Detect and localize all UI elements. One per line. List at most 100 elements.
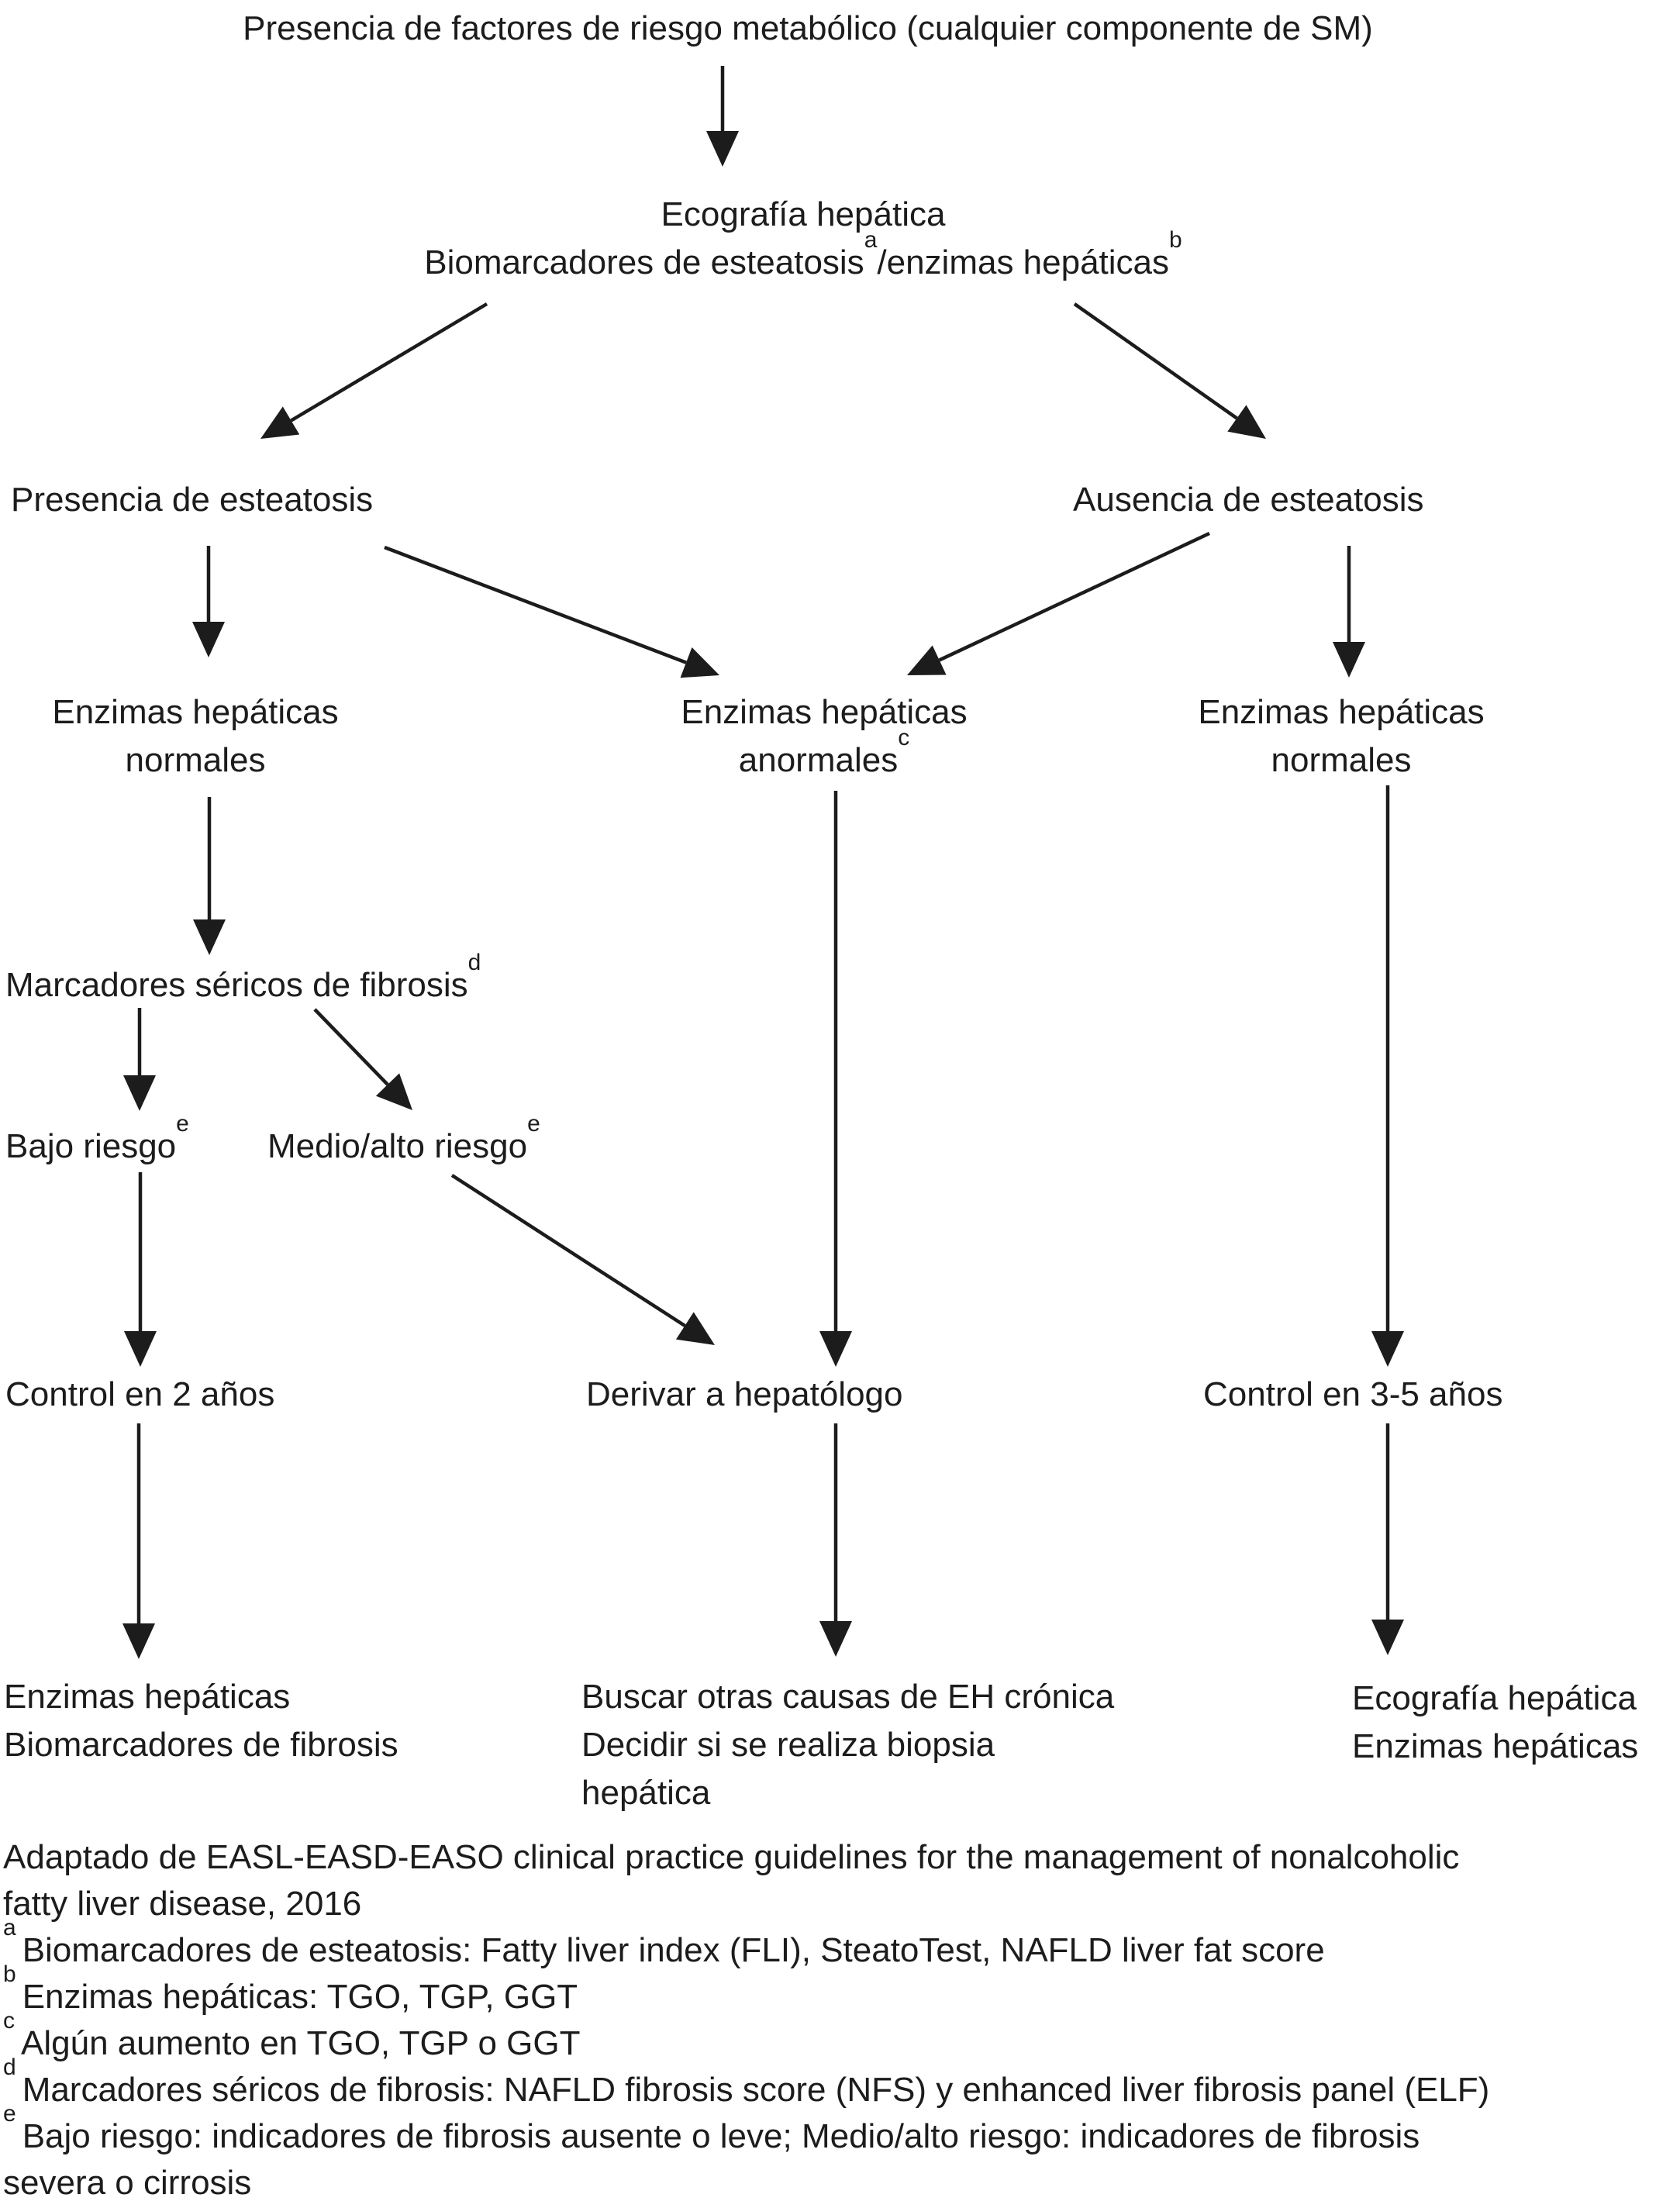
arrow-workup-to-presence-head xyxy=(260,406,300,439)
node-followup-right: Ecografía hepática Enzimas hepáticas xyxy=(1352,1675,1638,1771)
arrow-markers-to-mid-high-risk-head xyxy=(375,1073,412,1110)
arrow-abnormal-to-refer-head xyxy=(819,1331,852,1367)
enzymes-normal-left-line2: normales xyxy=(125,741,266,779)
footnote-sup-b: b xyxy=(3,1961,16,1988)
arrow-presence-to-normal-left-head xyxy=(192,622,225,657)
footnote-text: fatty liver disease, 2016 xyxy=(3,1885,362,1923)
footnote-sup-d: d xyxy=(3,2054,16,2081)
arrow-presence-to-abnormal-shaft xyxy=(384,545,687,664)
enzymes-abnormal-line2: anormalesc xyxy=(681,726,967,785)
arrow-refer-to-followup-center xyxy=(819,1423,852,1657)
arrow-low-risk-to-control2-head xyxy=(124,1331,157,1367)
followup-center-line2: Decidir si se realiza biopsia xyxy=(581,1726,995,1764)
footnote-sup-c: c xyxy=(3,2008,15,2034)
arrow-markers-to-mid-high-risk-shaft xyxy=(313,1008,389,1086)
enzymes-normal-left-line1: Enzimas hepáticas xyxy=(52,693,339,731)
followup-left-line2: Biomarcadores de fibrosis xyxy=(4,1726,398,1764)
node-steatosis-absent: Ausencia de esteatosis xyxy=(1073,476,1424,524)
arrow-presence-to-abnormal-head xyxy=(680,647,719,678)
footnote-text: Bajo riesgo: indicadores de fibrosis aus… xyxy=(22,2117,1420,2155)
arrow-workup-to-presence xyxy=(260,302,488,439)
arrow-markers-to-low-risk-head xyxy=(123,1075,156,1111)
superscript-e: e xyxy=(176,1111,189,1137)
enzymes-abnormal-text: anormales xyxy=(738,741,899,779)
control-2-years-label: Control en 2 años xyxy=(5,1375,275,1413)
footnote-text: severa o cirrosis xyxy=(3,2164,252,2201)
arrow-presence-to-normal-left xyxy=(192,546,225,657)
followup-right-line2: Enzimas hepáticas xyxy=(1352,1727,1639,1765)
node-enzymes-normal-right: Enzimas hepáticas normales xyxy=(1198,688,1484,785)
followup-right-line1: Ecografía hepática xyxy=(1352,1679,1637,1717)
control-3-5-years-label: Control en 3-5 años xyxy=(1203,1375,1503,1413)
arrow-workup-to-absence-head xyxy=(1227,405,1266,439)
node-followup-center: Buscar otras causas de EH crónica Decidi… xyxy=(581,1673,1114,1817)
node-control-3-5-years: Control en 3-5 años xyxy=(1203,1371,1502,1419)
workup-enzymes-text: /enzimas hepáticas xyxy=(877,243,1170,281)
footnote-text: Marcadores séricos de fibrosis: NAFLD fi… xyxy=(22,2071,1490,2109)
serum-fibrosis-markers-label: Marcadores séricos de fibrosis xyxy=(5,966,468,1004)
arrow-abnormal-to-refer xyxy=(819,791,852,1367)
arrow-absence-to-abnormal xyxy=(907,531,1210,675)
arrow-mid-high-to-refer xyxy=(450,1174,715,1345)
node-enzymes-abnormal: Enzimas hepáticas anormalesc xyxy=(681,688,967,785)
arrow-control35-to-followup-right xyxy=(1371,1423,1404,1655)
node-hepatic-workup: Ecografía hepática Biomarcadores de este… xyxy=(424,191,1182,287)
arrow-refer-to-followup-center-head xyxy=(819,1621,852,1657)
node-enzymes-normal-left: Enzimas hepáticas normales xyxy=(52,688,338,785)
superscript-d: d xyxy=(467,950,481,976)
footnote-e-line1: eBajo riesgo: indicadores de fibrosis au… xyxy=(3,2103,1489,2160)
node-low-risk: Bajo riesgoe xyxy=(5,1113,189,1171)
footnote-e-line2: severa o cirrosis xyxy=(3,2160,1489,2201)
mid-high-risk-label: Medio/alto riesgo xyxy=(267,1127,528,1165)
footnote-sup-a: a xyxy=(3,1915,16,1941)
enzymes-normal-right-line2: normales xyxy=(1271,741,1412,779)
node-metabolic-risk-factors-label: Presencia de factores de riesgo metabóli… xyxy=(243,9,1373,47)
footnote-text: Algún aumento en TGO, TGP o GGT xyxy=(21,2024,581,2062)
arrow-presence-to-abnormal xyxy=(384,545,719,678)
superscript-c: c xyxy=(898,725,910,751)
node-hepatic-workup-line1: Ecografía hepática xyxy=(661,195,946,233)
footnote-d: dMarcadores séricos de fibrosis: NAFLD f… xyxy=(3,2056,1490,2113)
superscript-e: e xyxy=(527,1111,540,1137)
node-steatosis-present: Presencia de esteatosis xyxy=(11,476,373,524)
footnote-adapted-from-line1: Adaptado de EASL-EASD-EASO clinical prac… xyxy=(3,1834,1489,1881)
footnote-adapted-from-line2: fatty liver disease, 2016 xyxy=(3,1881,1489,1927)
node-followup-left: Enzimas hepáticas Biomarcadores de fibro… xyxy=(4,1673,398,1769)
low-risk-label: Bajo riesgo xyxy=(5,1127,177,1165)
footnotes-block: Adaptado de EASL-EASD-EASO clinical prac… xyxy=(3,1834,1489,2201)
arrow-absence-to-abnormal-shaft xyxy=(938,531,1210,662)
arrow-mid-high-to-refer-head xyxy=(675,1312,715,1345)
arrow-mid-high-to-refer-shaft xyxy=(450,1174,686,1327)
refer-hepatologist-label: Derivar a hepatólogo xyxy=(586,1375,903,1413)
node-hepatic-workup-line2: Biomarcadores de esteatosisa/enzimas hep… xyxy=(424,229,1182,287)
arrow-control2-to-followup-left-head xyxy=(122,1623,155,1659)
arrow-control2-to-followup-left xyxy=(122,1423,155,1659)
enzymes-abnormal-line1: Enzimas hepáticas xyxy=(681,693,968,731)
arrow-absence-to-normal-right-head xyxy=(1333,642,1365,678)
footnote-c: cAlgún aumento en TGO, TGP o GGT xyxy=(3,2010,1489,2067)
footnote-sup-e: e xyxy=(3,2101,16,2127)
footnote-text: Biomarcadores de esteatosis: Fatty liver… xyxy=(22,1931,1325,1969)
arrow-workup-to-presence-shaft xyxy=(290,302,488,423)
arrow-absence-to-abnormal-head xyxy=(907,645,947,675)
arrow-title-to-workup-head xyxy=(706,131,739,167)
workup-biomarkers-text: Biomarcadores de esteatosis xyxy=(424,243,864,281)
node-mid-high-risk: Medio/alto riesgoe xyxy=(267,1113,540,1171)
arrow-normal-left-to-markers-head xyxy=(193,919,226,955)
node-refer-hepatologist: Derivar a hepatólogo xyxy=(586,1371,902,1419)
arrow-workup-to-absence-shaft xyxy=(1073,302,1238,420)
arrow-normal-right-to-control35-head xyxy=(1371,1331,1404,1367)
footnote-text: Enzimas hepáticas: TGO, TGP, GGT xyxy=(22,1978,578,2016)
node-steatosis-absent-label: Ausencia de esteatosis xyxy=(1073,481,1424,519)
footnote-text: Adaptado de EASL-EASD-EASO clinical prac… xyxy=(3,1838,1460,1876)
followup-center-line1: Buscar otras causas de EH crónica xyxy=(581,1678,1115,1716)
arrow-low-risk-to-control2 xyxy=(124,1172,157,1367)
superscript-b: b xyxy=(1169,227,1182,254)
arrow-markers-to-mid-high-risk xyxy=(313,1008,412,1110)
superscript-a: a xyxy=(864,227,878,254)
arrow-control35-to-followup-right-head xyxy=(1371,1620,1404,1655)
arrow-title-to-workup xyxy=(706,66,739,167)
footnote-b: bEnzimas hepáticas: TGO, TGP, GGT xyxy=(3,1963,1489,2020)
